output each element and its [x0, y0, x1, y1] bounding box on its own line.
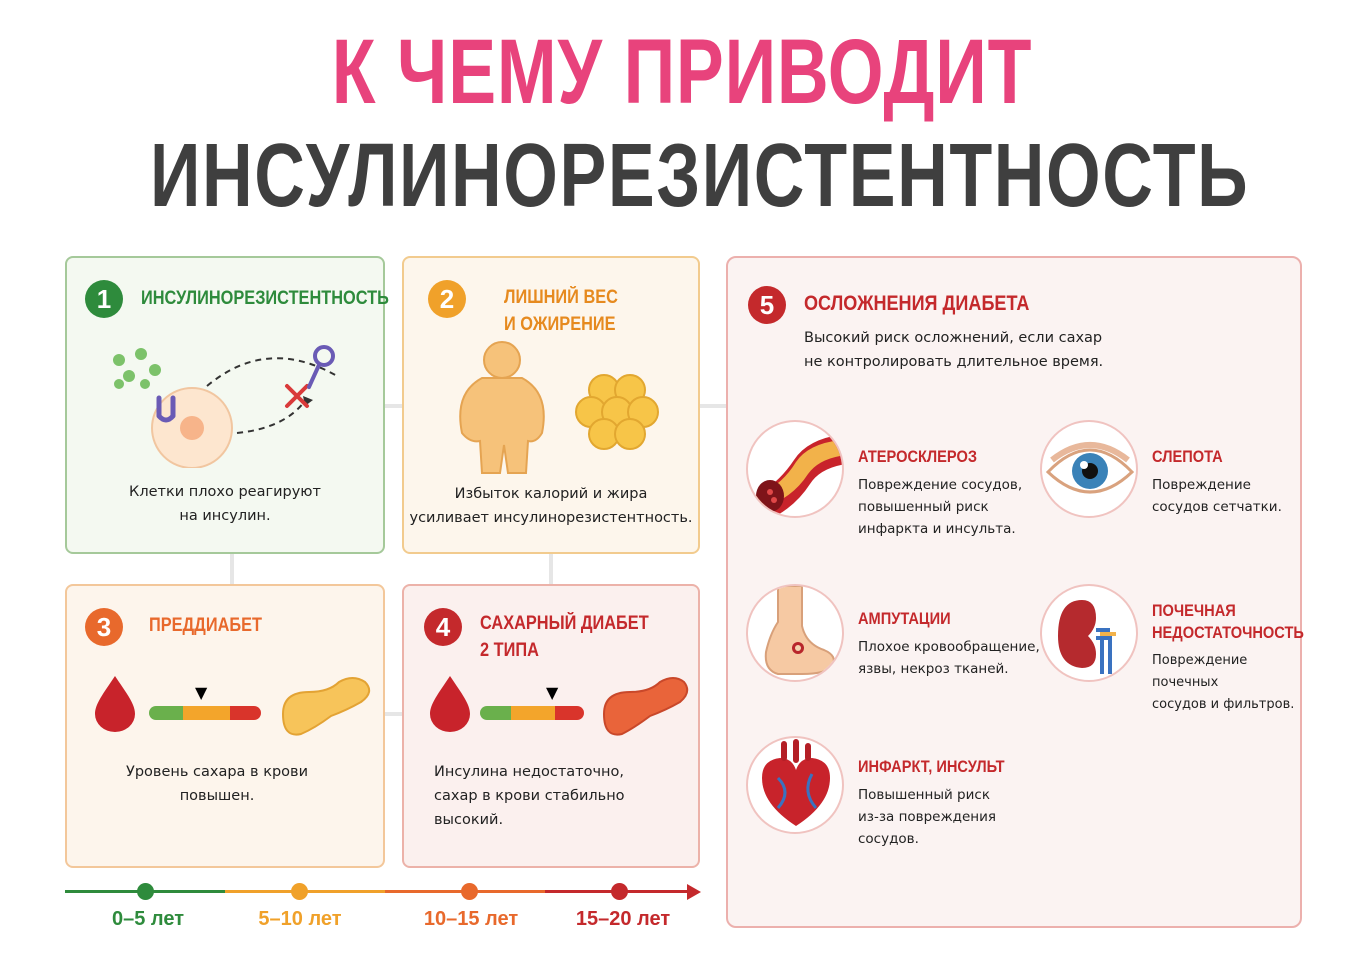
complication-title: ИНФАРКТ, ИНСУЛЬТ: [858, 757, 1005, 776]
connector-1-3: [230, 554, 234, 584]
sugar-gauge: [480, 706, 584, 720]
card-insulin-resistance: 1 ИНСУЛИНОРЕЗИСТЕНТНОСТЬ Клетки плохо ре…: [65, 256, 389, 554]
card-prediabetes: 3 ПРЕДДИАБЕТ ▼ Уровень сахара в крови по…: [65, 584, 385, 868]
complication-text: Плохое кровообращение, язвы, некроз ткан…: [858, 639, 1040, 677]
timeline-label: 5–10 лет: [258, 908, 342, 930]
card-text: Инсулина недостаточно, сахар в крови ста…: [434, 764, 625, 828]
connector-1-2: [385, 404, 402, 408]
card-title: ИНСУЛИНОРЕЗИСТЕНТНОСТЬ: [141, 288, 389, 309]
card-diabetes-complications: 5 ОСЛОЖНЕНИЯ ДИАБЕТА Высокий риск осложн…: [726, 256, 1304, 928]
card-text: Избыток калорий и жира усиливает инсулин…: [409, 486, 693, 526]
sugar-level-indicator: ▼: [195, 683, 208, 702]
artery-plaque-icon: [746, 420, 844, 518]
complication-title: АМПУТАЦИИ: [858, 609, 951, 628]
step-badge-3: 3: [85, 608, 123, 646]
complication-title: СЛЕПОТА: [1152, 447, 1223, 466]
damaged-pancreas-icon: [602, 677, 689, 736]
card-type2-diabetes: 4 САХАРНЫЙ ДИАБЕТ 2 ТИПА ▼ Инсулина недо…: [402, 584, 700, 868]
heart-icon: [746, 736, 844, 834]
cell-insulin-receptor-icon: [113, 345, 338, 468]
timeline-dot: [291, 883, 308, 900]
complications-title: ОСЛОЖНЕНИЯ ДИАБЕТА: [804, 292, 1030, 315]
timeline-arrow-icon: [687, 884, 701, 900]
timeline-label: 15–20 лет: [575, 908, 671, 930]
foot-ulcer-icon: [746, 584, 844, 682]
page-title-line1: К ЧЕМУ ПРИВОДИТ: [331, 21, 1033, 123]
complication-text: Повреждение сосудов сетчатки.: [1152, 477, 1282, 515]
timeline-dot: [611, 883, 628, 900]
step-badge-5: 5: [748, 286, 786, 324]
obese-body-fat-cells-icon: [459, 341, 659, 474]
card-text: Клетки плохо реагируют на инсулин.: [129, 484, 321, 524]
sugar-gauge: [149, 706, 261, 720]
page-title-line2: ИНСУЛИНОРЕЗИСТЕНТНОСТЬ: [150, 126, 1250, 226]
connector-3-4: [385, 712, 402, 716]
timeline-label: 10–15 лет: [423, 908, 519, 930]
step-badge-4: 4: [424, 608, 462, 646]
kidney-icon: [1040, 584, 1138, 682]
step-badge-1: 1: [85, 280, 123, 318]
blood-drop-icon: [95, 676, 135, 732]
connector-2-5: [700, 404, 726, 408]
timeline: [65, 880, 705, 904]
card-title: САХАРНЫЙ ДИАБЕТ 2 ТИПА: [480, 613, 649, 661]
complication-text: Повышенный риск из-за повреждения сосудо…: [858, 787, 997, 847]
blood-drop-icon: [430, 676, 470, 732]
card-title: ЛИШНИЙ ВЕС И ОЖИРЕНИЕ: [504, 287, 618, 335]
timeline-dot: [461, 883, 478, 900]
complication-title: ПОЧЕЧНАЯ НЕДОСТАТОЧНОСТЬ: [1152, 601, 1304, 642]
connector-2-4: [549, 554, 553, 584]
step-badge-2: 2: [428, 280, 466, 318]
sugar-level-indicator: ▼: [546, 683, 559, 702]
card-title: ПРЕДДИАБЕТ: [149, 615, 262, 636]
timeline-dot: [137, 883, 154, 900]
complication-title: АТЕРОСКЛЕРОЗ: [858, 447, 978, 466]
card-excess-weight: 2 ЛИШНИЙ ВЕС И ОЖИРЕНИЕ Избыток калорий …: [402, 256, 700, 554]
card-text: Уровень сахара в крови повышен.: [126, 764, 308, 804]
pancreas-icon: [281, 677, 371, 736]
eye-icon: [1040, 420, 1138, 518]
complication-text: Повреждение сосудов, повышенный риск инф…: [858, 477, 1023, 537]
complications-subtitle: Высокий риск осложнений, если сахар не к…: [804, 330, 1104, 370]
complication-text: Повреждение почечных сосудов и фильтров.: [1152, 653, 1295, 712]
timeline-label: 0–5 лет: [111, 908, 185, 930]
